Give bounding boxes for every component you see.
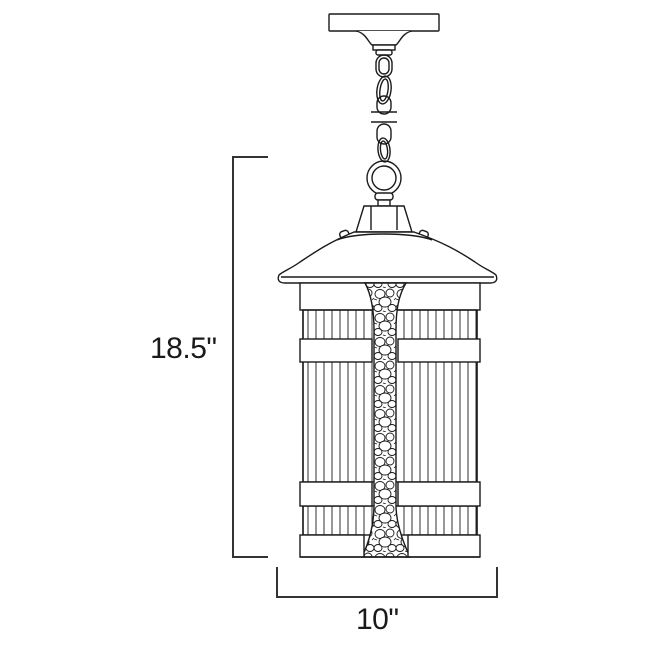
hanging-ring xyxy=(366,160,402,207)
bands xyxy=(299,338,481,558)
lantern xyxy=(277,13,498,558)
width-dimension-label: 10" xyxy=(356,603,399,636)
height-dimension-line xyxy=(232,156,268,558)
roof-cap xyxy=(355,205,413,233)
canopy xyxy=(328,13,440,56)
width-dimension-line xyxy=(276,567,498,598)
height-dimension-label: 18.5" xyxy=(150,332,217,365)
chain xyxy=(371,54,397,163)
roof xyxy=(277,231,498,284)
